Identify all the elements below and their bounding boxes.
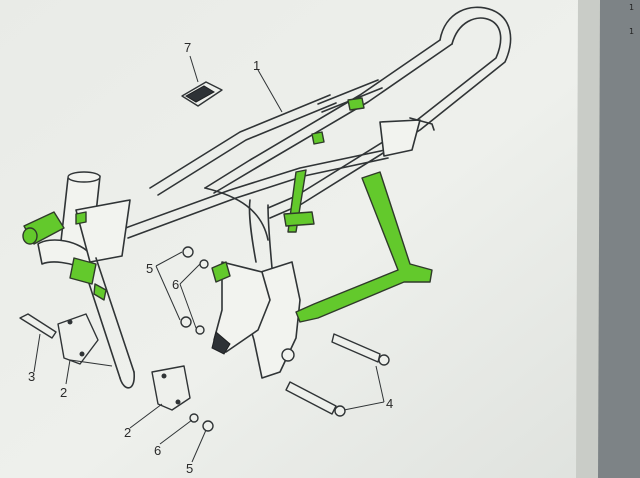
plate-hole-b [79,351,85,357]
part-2-lower-plate [151,365,191,411]
plate-hole-c [161,373,167,379]
frame-lower-rail-a [119,149,386,231]
leader-3 [33,333,41,373]
part-3-bolt [19,313,57,339]
part-7-clip-detail [185,85,215,103]
callout-7: 7 [184,40,191,55]
callout-4: 4 [386,396,393,411]
edge-mark-top: 1 [629,3,634,12]
callout-1: 1 [253,58,260,73]
frame-seat-tube-b [267,204,273,269]
callout-2-upper: 2 [60,385,67,400]
front-down-tube-end [119,371,135,389]
green-shock-mount-bar [283,211,315,227]
green-rail-tab [311,131,325,145]
nut-5c [202,420,214,432]
part-4-bolt-upper [331,333,381,363]
callout-2-lower: 2 [124,425,131,440]
leader-2a [65,359,113,385]
highlighted-parts [22,97,433,323]
green-head-tab [75,211,87,225]
leader-5b [191,429,207,463]
callout-labels: 7 1 5 6 3 2 2 6 5 4 [28,40,393,476]
callout-leaders [33,55,385,463]
leader-6a [179,263,201,329]
part-4-bolt-lower [285,381,337,415]
frame-main-rail-b [157,102,337,196]
leader-1 [257,69,283,113]
nut-5a [182,246,194,258]
plate-hole-a [67,319,73,325]
plate-hole-d [175,399,181,405]
frame-gusset-arc [204,187,269,241]
bracket-shadow [211,331,231,355]
frame-seat-tube-a [248,199,257,263]
frame-assembly [37,6,512,389]
washer-6b [195,325,205,335]
frame-main-rail-a [149,94,331,189]
washer-6a [199,259,209,269]
nut-5b [180,316,192,328]
green-steering-stop-end [22,227,38,245]
loose-parts [19,81,390,432]
page-gutter-shadow [598,0,640,478]
part-2-upper-plate [57,313,99,365]
rear-upright-plate [379,119,421,157]
green-lower-boss [69,257,97,285]
leader-4 [343,365,385,411]
frame-left-rail-outer [204,39,441,189]
engine-mount-bracket [213,261,271,353]
head-gusset [75,199,131,263]
part-4-bolt-lower-head [334,405,346,417]
green-small-tab [93,283,107,301]
green-mount-tab [211,261,231,283]
frame-top-tube-inner [267,17,502,209]
pivot-hole [281,348,295,362]
rear-axle-stub [409,117,435,131]
page-fold [576,0,600,478]
callout-6-lower: 6 [154,443,161,458]
head-tube-top [67,171,101,183]
leader-5a [155,251,183,321]
leader-2b [129,403,163,429]
callout-5-upper: 5 [146,261,153,276]
callout-3: 3 [28,369,35,384]
frame-lower-rail-b [127,157,389,239]
frame-top-tube-outer [269,6,512,219]
green-crossbar-tab [347,97,365,111]
green-swing-arm [295,171,433,323]
leader-6b [159,419,193,445]
callout-5-lower: 5 [186,461,193,476]
callout-6-upper: 6 [172,277,179,292]
leader-7 [189,55,199,83]
part-4-bolt-upper-head [378,354,390,366]
edge-mark-bottom: 1 [629,27,634,36]
